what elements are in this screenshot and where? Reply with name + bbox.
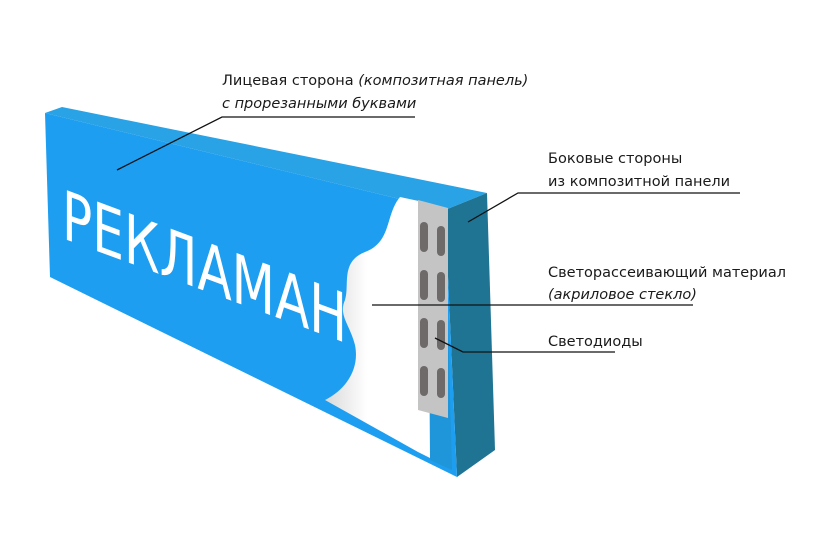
leader-leds xyxy=(434,337,615,353)
led-icon xyxy=(420,222,428,252)
leader-face xyxy=(116,116,415,171)
led-icon xyxy=(420,366,428,396)
leader-sides xyxy=(467,192,740,223)
led-icon xyxy=(420,318,428,348)
label-face-line2: с прорезанными буквами xyxy=(222,96,416,112)
label-face-line1: Лицевая сторона (композитная панель) xyxy=(222,73,528,89)
label-diffuser-line1: Светорассеивающий материал xyxy=(548,265,786,281)
led-group xyxy=(420,222,445,398)
led-icon xyxy=(437,272,445,302)
led-icon xyxy=(437,320,445,350)
label-diffuser-line2: (акриловое стекло) xyxy=(548,287,697,303)
led-icon xyxy=(437,368,445,398)
acrylic-diffuser xyxy=(325,197,430,458)
label-sides-line2: из композитной панели xyxy=(548,174,730,190)
top-face xyxy=(45,107,487,210)
side-face xyxy=(445,193,495,477)
label-leds: Светодиоды xyxy=(548,334,643,350)
led-icon xyxy=(420,270,428,300)
label-sides-line1: Боковые стороны xyxy=(548,151,682,167)
led-icon xyxy=(437,226,445,256)
